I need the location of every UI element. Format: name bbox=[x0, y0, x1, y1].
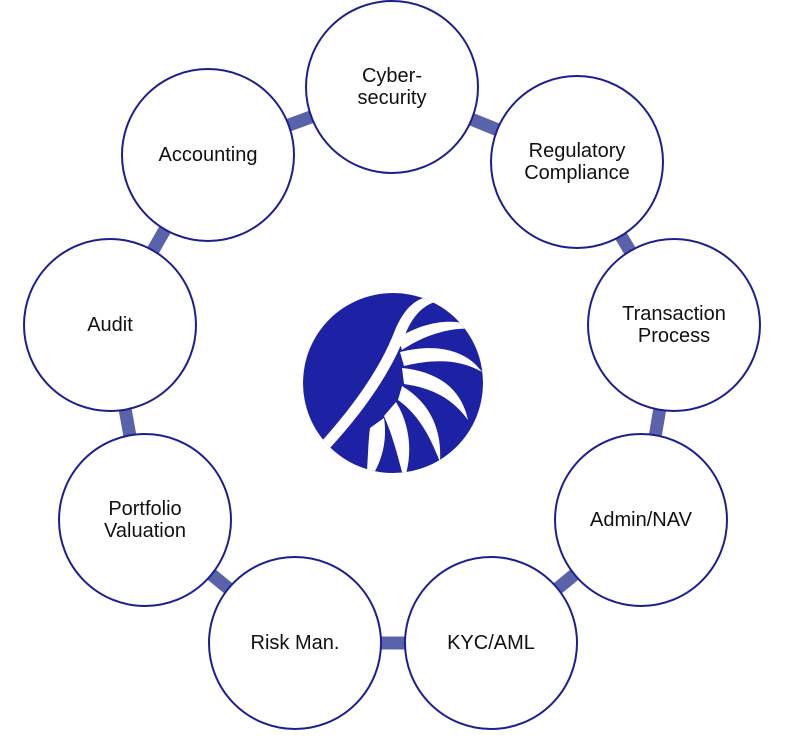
node-risk-man: Risk Man. bbox=[208, 556, 382, 730]
node-label: Cyber- bbox=[362, 65, 422, 87]
node-ring: Cyber-securityRegulatoryComplianceTransa… bbox=[23, 0, 761, 730]
node-label: Compliance bbox=[524, 162, 630, 184]
node-label: KYC/AML bbox=[447, 632, 535, 654]
node-kyc-aml: KYC/AML bbox=[404, 556, 578, 730]
node-circle bbox=[23, 238, 197, 412]
node-label: Regulatory bbox=[529, 140, 626, 162]
node-label: Portfolio bbox=[108, 498, 181, 520]
node-circle bbox=[121, 68, 295, 242]
node-circle bbox=[490, 75, 664, 249]
swirl-logo-icon bbox=[303, 293, 483, 473]
node-label: Accounting bbox=[159, 144, 258, 166]
node-accounting: Accounting bbox=[121, 68, 295, 242]
node-label: Transaction bbox=[622, 303, 726, 325]
ring-connector bbox=[103, 80, 681, 650]
ring-connector-path bbox=[103, 80, 681, 650]
node-label: Process bbox=[638, 325, 710, 347]
node-label: Valuation bbox=[104, 520, 186, 542]
node-label: security bbox=[358, 87, 427, 109]
node-circle bbox=[587, 238, 761, 412]
node-cybersecurity: Cyber-security bbox=[305, 0, 479, 174]
node-circle bbox=[208, 556, 382, 730]
node-admin-nav: Admin/NAV bbox=[554, 433, 728, 607]
node-circle bbox=[404, 556, 578, 730]
node-label: Admin/NAV bbox=[590, 509, 693, 531]
node-label: Audit bbox=[87, 314, 133, 336]
node-circle bbox=[58, 433, 232, 607]
node-label: Risk Man. bbox=[251, 632, 340, 654]
node-circle bbox=[305, 0, 479, 174]
node-audit: Audit bbox=[23, 238, 197, 412]
node-circle bbox=[554, 433, 728, 607]
